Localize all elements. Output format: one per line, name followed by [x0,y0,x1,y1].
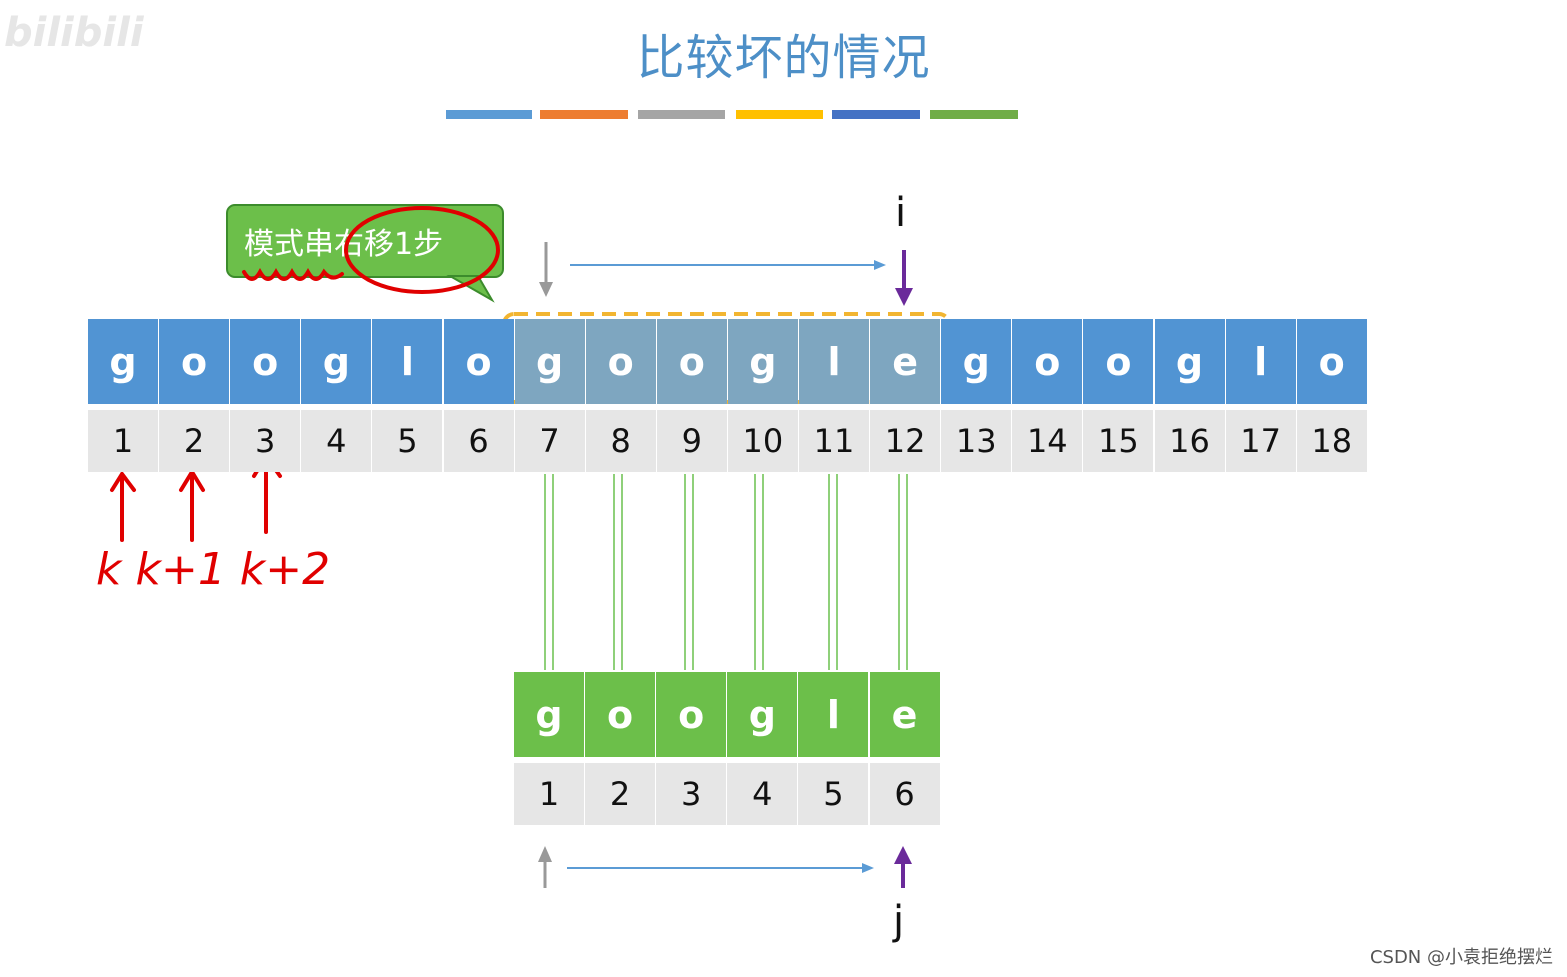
text-index-cell: 3 [230,410,301,472]
handwritten-k-labels: k k+1 k+2 [96,544,331,595]
pattern-char-cell: l [798,672,869,757]
pattern-index-cell: 2 [585,763,656,825]
text-char-cell: o [585,319,656,404]
text-index-cell: 12 [870,410,941,472]
text-char-cell: o [443,319,514,404]
title-bar-2 [540,110,628,119]
i-pointer-label: i [895,190,907,236]
callout-text: 模式串右移1步 [244,227,444,262]
text-char-cell: l [1225,319,1296,404]
text-char-cell: g [1154,319,1225,404]
text-char-cell: g [941,319,1012,404]
text-index-cell: 14 [1012,410,1083,472]
text-char-cell: e [870,319,941,404]
pattern-char-cell: o [656,672,727,757]
pattern-index-cell: 3 [656,763,727,825]
text-index-cell: 11 [799,410,869,472]
text-index-cell: 15 [1083,410,1154,472]
text-index-cell: 13 [941,410,1012,472]
text-index-cell: 8 [585,410,656,472]
text-char-cell: g [88,319,158,404]
text-index-cell: 4 [301,410,372,472]
pattern-index-cell: 6 [869,763,940,825]
ink-circle [344,206,500,294]
csdn-footer: CSDN @小袁拒绝摆烂 [1369,947,1553,968]
ink-arrow-1 [110,470,136,542]
text-char-cell: o [656,319,727,404]
text-char-cell: o [1083,319,1154,404]
text-index-cell: 18 [1296,410,1367,472]
text-char-cell: o [1296,319,1367,404]
callout-tail [446,275,495,303]
text-char-cell: l [372,319,443,404]
text-index-cell: 9 [656,410,727,472]
slide-title: 比较坏的情况 [636,30,931,86]
text-char-cell: g [301,319,372,404]
text-index-cell: 2 [159,410,230,472]
pattern-char-cell: o [585,672,656,757]
j-pointer-label: j [893,898,905,944]
text-char-cell: l [799,319,869,404]
text-index-cell: 7 [514,410,585,472]
title-bar-3 [638,110,725,119]
text-char-cell: g [727,319,798,404]
text-index-cell: 10 [727,410,798,472]
pattern-index-cell: 5 [798,763,869,825]
text-char-cell: g [514,319,585,404]
text-index-cell: 6 [443,410,514,472]
text-index-cell: 1 [88,410,158,472]
match-connectors [544,474,908,670]
pattern-char-cell: g [514,672,584,757]
text-char-cell: o [159,319,230,404]
pattern-index-cell: 1 [514,763,584,825]
callout-bubble: 模式串右移1步 [226,204,504,278]
title-bar-4 [736,110,823,119]
text-index-cell: 17 [1225,410,1296,472]
title-bar-6 [930,110,1018,119]
text-index-cell: 5 [372,410,443,472]
ink-arrow-2 [179,468,205,542]
pattern-index-cell: 4 [727,763,798,825]
title-bar-1 [446,110,532,119]
bilibili-watermark: bilibili [4,10,144,56]
ink-underline-squiggle [242,267,344,281]
title-bar-5 [832,110,920,119]
text-index-cell: 16 [1154,410,1225,472]
pattern-char-cell: e [869,672,940,757]
pattern-char-cell: g [727,672,798,757]
text-char-cell: o [230,319,301,404]
text-char-cell: o [1012,319,1083,404]
